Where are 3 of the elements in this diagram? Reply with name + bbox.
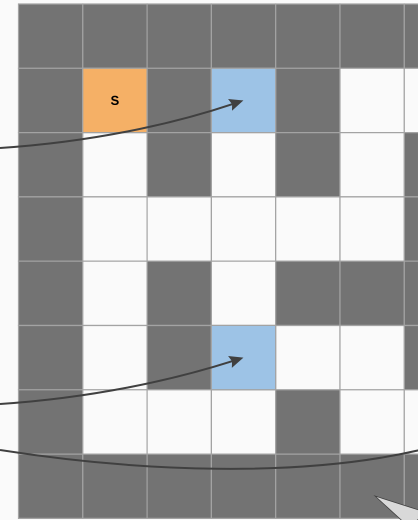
highlighted-cell [210,324,276,390]
start-cell: S [82,68,148,134]
highlighted-cell [210,68,276,134]
